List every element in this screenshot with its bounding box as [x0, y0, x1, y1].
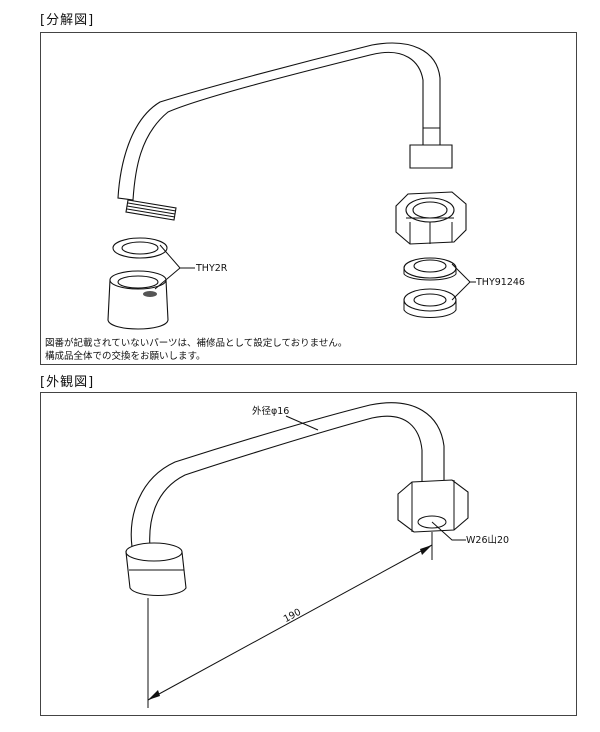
- dimension-lines: [147, 532, 433, 708]
- label-thread: W26山20: [466, 535, 509, 546]
- note-line-1: 図番が記載されていないパーツは、補修品として設定しておりません。: [45, 338, 348, 349]
- appearance-view-panel: [40, 392, 577, 716]
- assembled-aerator: [125, 542, 187, 596]
- packing-ring: [112, 237, 168, 259]
- thread-leader: [431, 521, 466, 541]
- assembled-spout: [130, 402, 445, 549]
- nut-leader: [451, 263, 476, 301]
- spout-thread-end: [125, 199, 177, 221]
- dimension-length: 190: [282, 607, 303, 625]
- assembled-union-nut: [397, 479, 469, 533]
- exploded-view-drawing: THY2R THY91246: [107, 42, 525, 330]
- diameter-leader: [285, 415, 319, 431]
- label-thy2r: THY2R: [195, 263, 228, 274]
- exploded-view-panel: 図番が記載されていないパーツは、補修品として設定しておりません。 構成品全体での…: [40, 32, 577, 365]
- union-nut: [395, 191, 467, 245]
- washer: [403, 257, 457, 281]
- label-thy91246: THY91246: [475, 277, 525, 288]
- appearance-view-title: [外観図]: [40, 375, 95, 390]
- exploded-view-title: [分解図]: [40, 13, 95, 28]
- aerator-leader: [154, 244, 195, 290]
- exploded-note: 図番が記載されていないパーツは、補修品として設定しておりません。 構成品全体での…: [45, 337, 347, 363]
- note-line-2: 構成品全体での交換をお願いします。: [45, 351, 206, 362]
- spout-pipe: [117, 42, 453, 201]
- label-diameter: 外径φ16: [252, 405, 289, 417]
- aerator-cap: [107, 270, 169, 330]
- gasket-ring: [403, 288, 457, 318]
